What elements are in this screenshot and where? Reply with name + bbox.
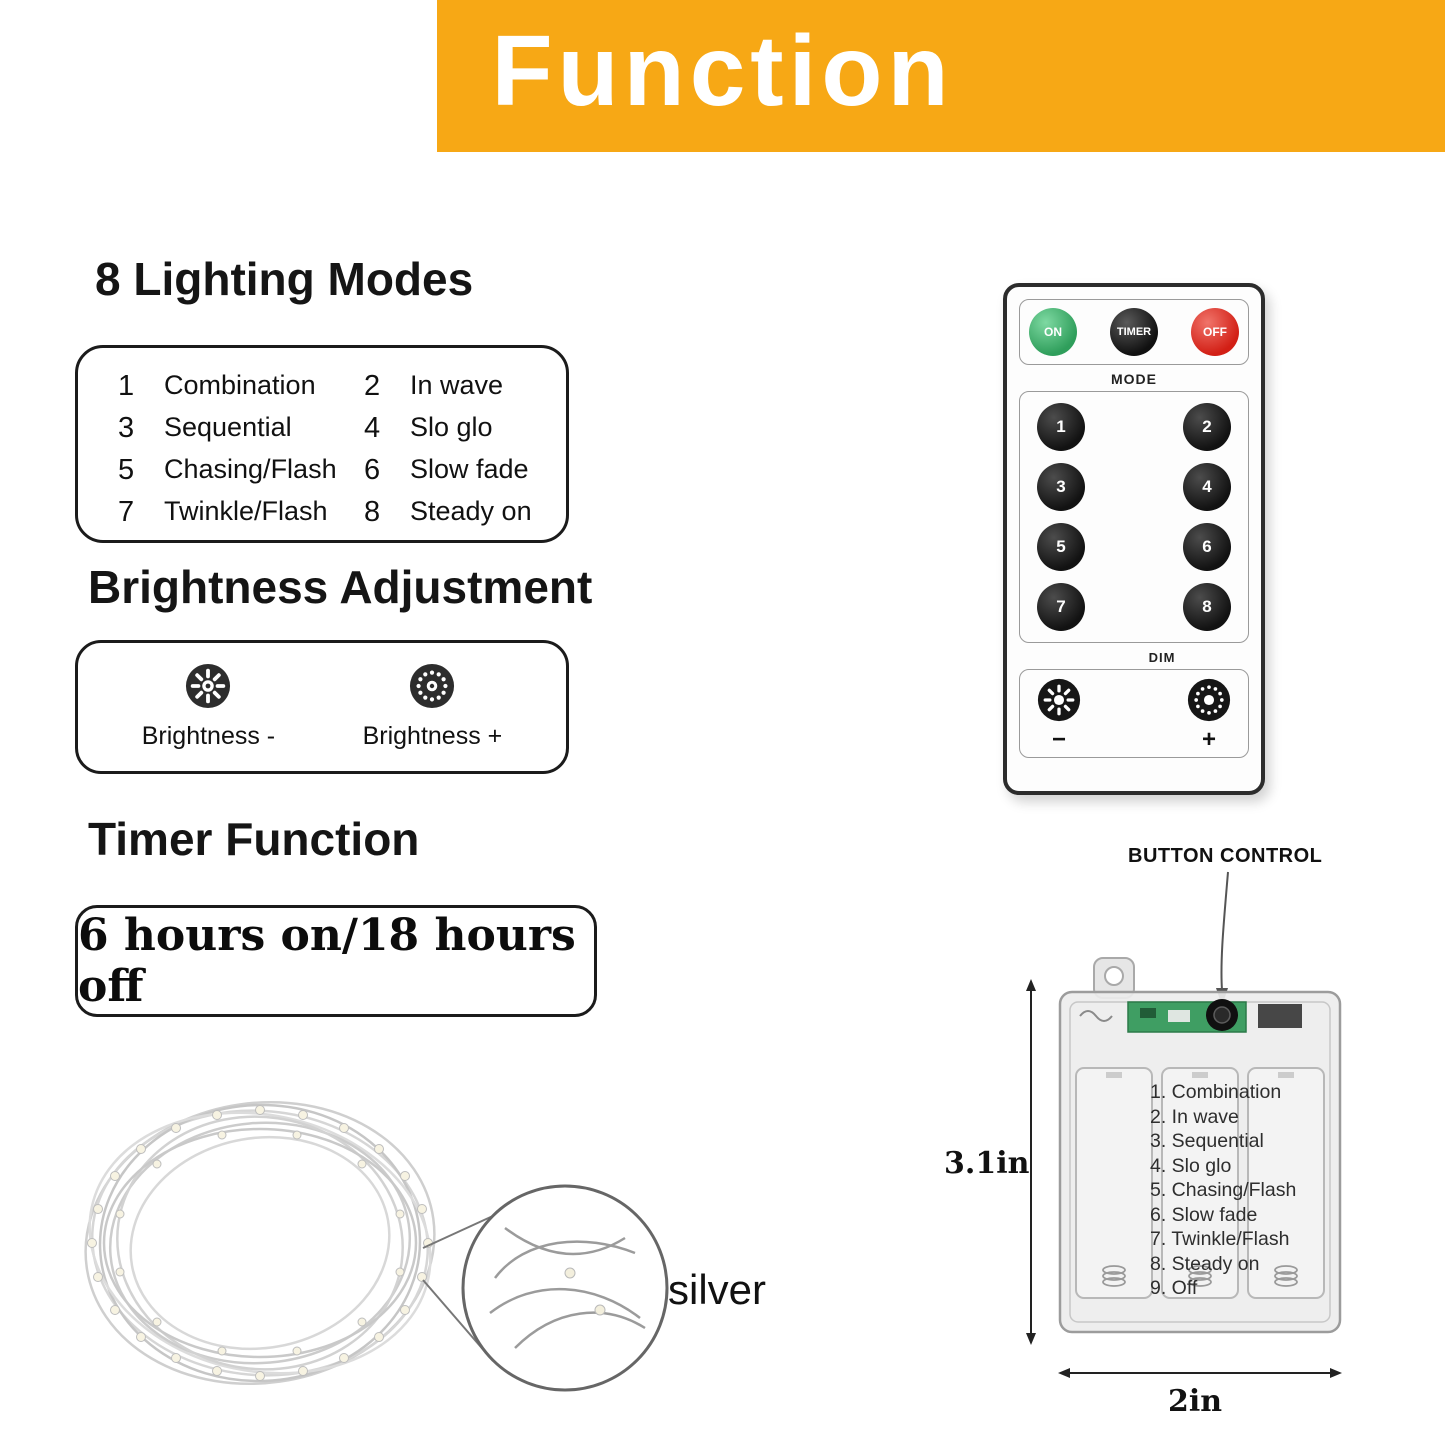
battery-mode-list: 1. Combination 2. In wave 3. Sequential … (1150, 1080, 1340, 1301)
timer-heading: Timer Function (88, 813, 420, 865)
brightness-minus-item: Brightness - (142, 663, 275, 751)
mode-number: 3 (118, 412, 135, 444)
battery-mode-item: 1. Combination (1150, 1081, 1282, 1103)
remote-button-7: 7 (1037, 583, 1085, 631)
lighting-modes-heading: 8 Lighting Modes (95, 253, 474, 305)
remote-button-2: 2 (1183, 403, 1231, 451)
timer-box: 6 hours on/18 hours off (75, 905, 597, 1017)
mode-label: Chasing/Flash (164, 454, 337, 484)
remote-button-4: 4 (1183, 463, 1231, 511)
brightness-minus-icon (185, 663, 231, 714)
mode-label: Sequential (164, 412, 292, 442)
width-dimension-label: 2in (1168, 1384, 1223, 1419)
remote-dim-minus: − (1037, 678, 1081, 753)
remote-dim-buttons: − + (1019, 669, 1249, 758)
dim-plus-sign: + (1201, 726, 1216, 753)
brightness-plus-label: Brightness + (362, 722, 503, 750)
mode-number: 7 (118, 496, 135, 528)
battery-mode-item: 6. Slow fade (1150, 1203, 1258, 1226)
remote-mode-buttons: 1 2 3 4 5 6 7 8 (1019, 391, 1249, 643)
mode-label: Slo glo (410, 412, 493, 442)
height-dimension-label: 3.1in (944, 1146, 1030, 1181)
mode-label: Slow fade (410, 454, 529, 484)
brightness-box: Brightness - Brightness + (75, 640, 569, 774)
mode-number: 2 (364, 370, 381, 402)
brightness-plus-icon (409, 663, 455, 714)
remote-off-button: OFF (1191, 308, 1239, 356)
dim-minus-icon (1037, 678, 1081, 727)
remote-timer-button: TIMER (1110, 308, 1158, 356)
brightness-minus-label: Brightness - (141, 722, 276, 750)
mode-number: 8 (364, 496, 381, 528)
battery-mode-item: 5. Chasing/Flash (1150, 1179, 1297, 1201)
mode-number: 5 (118, 454, 135, 486)
remote-button-1: 1 (1037, 403, 1085, 451)
remote-mode-label: MODE (1111, 371, 1157, 387)
string-lights-coil-illustration (84, 1100, 669, 1392)
battery-mode-item: 4. Slo glo (1150, 1154, 1232, 1177)
mode-label: Steady on (410, 496, 532, 526)
battery-mode-item: 7. Twinkle/Flash (1150, 1228, 1290, 1250)
remote-on-button: ON (1029, 308, 1077, 356)
remote-dim-plus: + (1187, 678, 1231, 753)
height-dimension-arrow (1026, 979, 1036, 1345)
wire-color-label: silver (668, 1266, 767, 1313)
battery-mode-item: 8. Steady on (1150, 1252, 1260, 1275)
remote-button-5: 5 (1037, 523, 1085, 571)
mode-label: Twinkle/Flash (164, 496, 328, 526)
timer-value: 6 hours on/18 hours off (78, 910, 576, 1012)
mode-label: In wave (410, 370, 504, 400)
width-dimension-arrow (1058, 1368, 1342, 1378)
mode-number: 4 (364, 412, 381, 444)
dim-plus-icon (1187, 678, 1231, 727)
brightness-plus-item: Brightness + (362, 663, 503, 751)
mode-number: 6 (364, 454, 381, 486)
battery-mode-item: 2. In wave (1150, 1105, 1239, 1128)
remote-control: ON TIMER OFF MODE 1 2 3 4 5 6 7 8 DIM (1003, 283, 1265, 795)
brightness-heading: Brightness Adjustment (88, 561, 593, 613)
button-control-label: BUTTON CONTROL (1128, 845, 1323, 867)
battery-mode-item: 9. Off (1150, 1277, 1198, 1299)
battery-mode-item: 3. Sequential (1150, 1130, 1264, 1152)
lighting-modes-box: 1 Combination 2 In wave 3 Sequential 4 S… (75, 345, 569, 543)
remote-dim-label: DIM (1148, 650, 1176, 665)
dim-minus-sign: − (1051, 726, 1066, 753)
battery-box-illustration (1058, 957, 1342, 1334)
remote-button-6: 6 (1183, 523, 1231, 571)
magnifier-icon (422, 1184, 669, 1392)
remote-button-3: 3 (1037, 463, 1085, 511)
remote-power-row: ON TIMER OFF (1019, 299, 1249, 365)
remote-button-8: 8 (1183, 583, 1231, 631)
mode-label: Combination (164, 370, 316, 400)
mode-number: 1 (118, 370, 135, 402)
page-title: Function (491, 15, 954, 127)
banner (437, 0, 1445, 152)
